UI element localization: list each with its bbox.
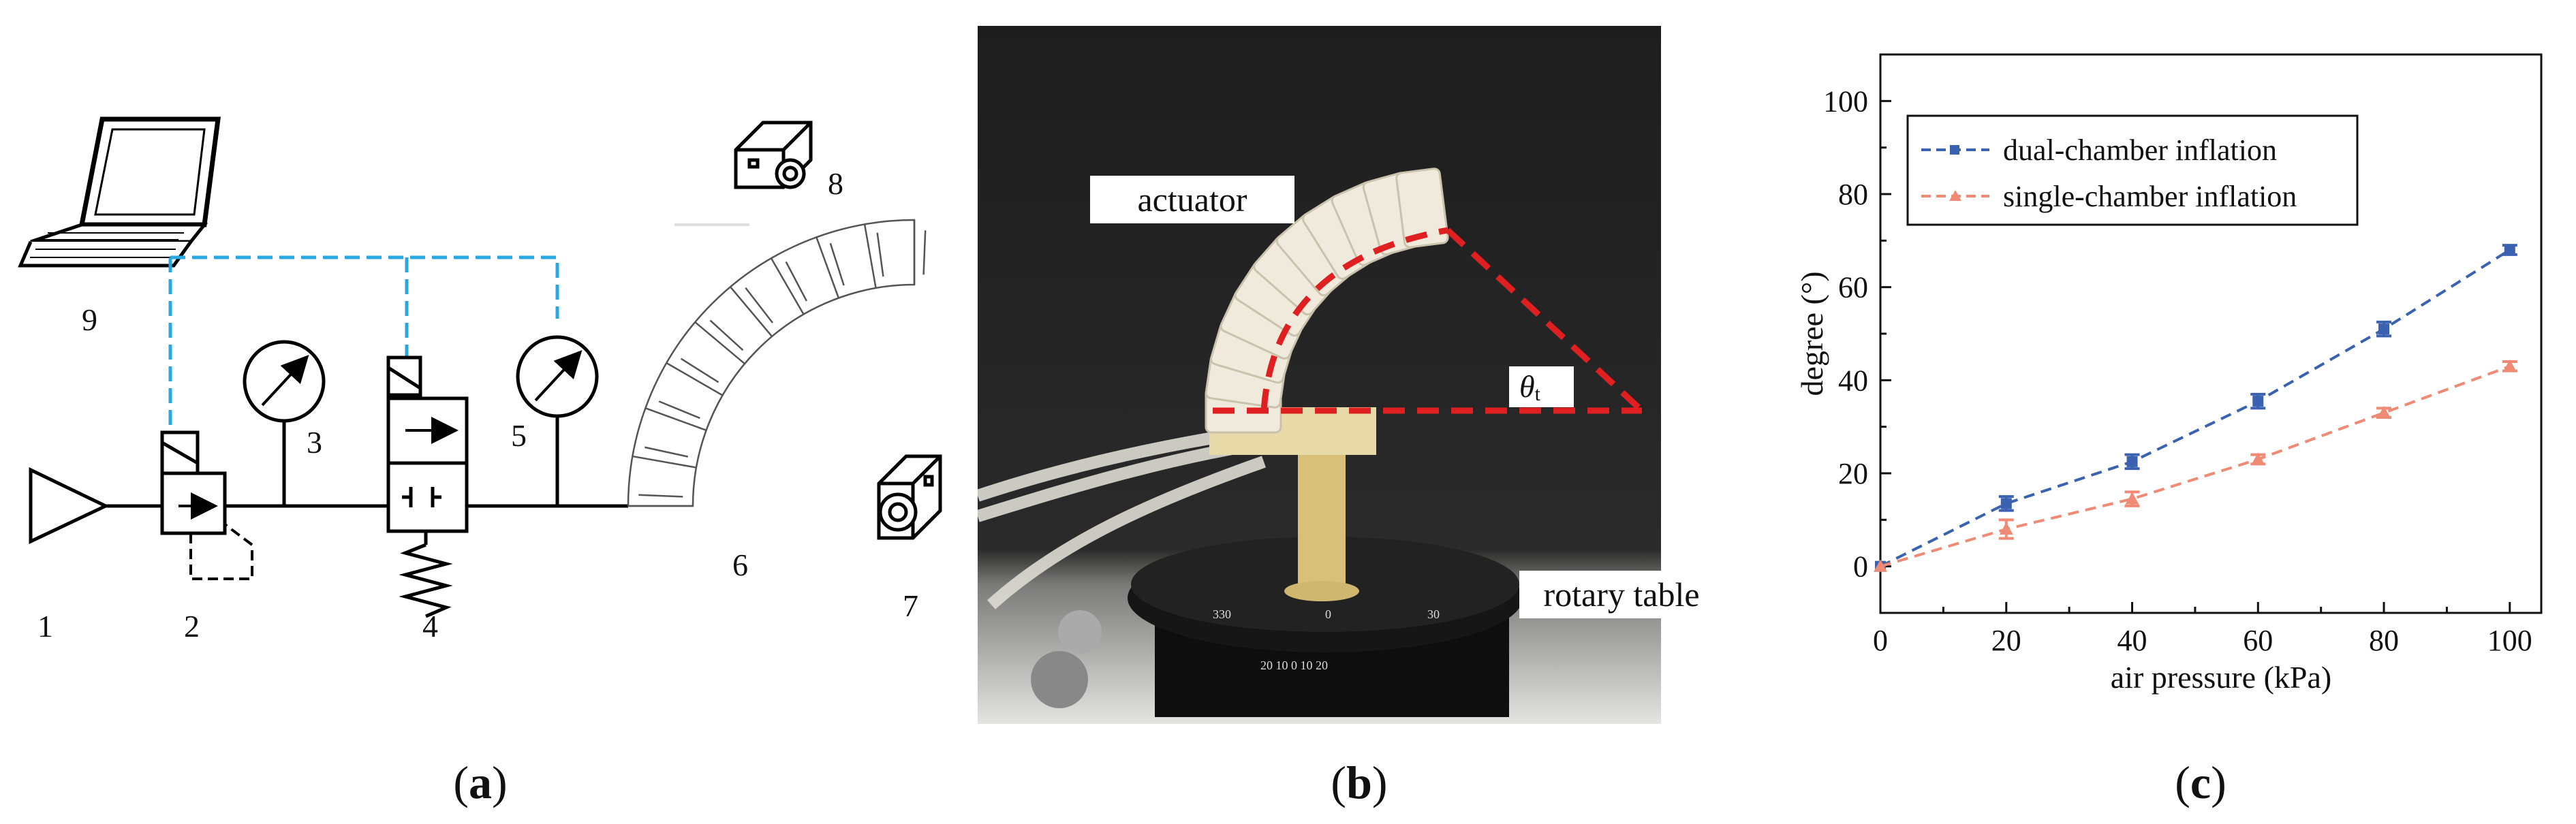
- scale-label: 330: [1213, 607, 1231, 621]
- scale-label: 20 10 0 10 20: [1260, 659, 1328, 672]
- x-tick-label: 0: [1873, 624, 1888, 657]
- air-source-symbol: [29, 467, 110, 544]
- scale-label: 30: [1427, 607, 1440, 621]
- segment-divider: [816, 236, 840, 299]
- x-tick-label: 80: [2369, 624, 2399, 657]
- scale-label: 0: [1325, 607, 1331, 621]
- caption-c: (c): [2175, 757, 2226, 808]
- y-axis-label: degree (°): [1795, 271, 1829, 396]
- theta-symbol: θ: [1519, 369, 1535, 404]
- legend-box: [1906, 114, 2359, 226]
- series-line: [1880, 364, 2511, 568]
- segment-divider: [709, 319, 744, 351]
- data-point: [1874, 559, 1887, 572]
- data-point: [2377, 406, 2391, 419]
- x-tick-label: 20: [1991, 624, 2021, 657]
- y-tick-label: 100: [1823, 84, 1868, 118]
- actuator-fin: [1395, 168, 1449, 249]
- pressure-regulator-symbol: [160, 430, 253, 580]
- segment-divider: [694, 321, 745, 365]
- y-tick-label: 20: [1838, 457, 1868, 490]
- label-7: 7: [903, 588, 918, 623]
- segment-divider: [666, 362, 724, 396]
- segment-divider: [680, 358, 719, 383]
- label-3: 3: [307, 425, 322, 460]
- series-line: [1880, 249, 2511, 568]
- legend-label: single-chamber inflation: [2003, 180, 2297, 213]
- segment-divider: [876, 232, 884, 277]
- segment-divider: [658, 400, 700, 419]
- svg-text:θt: θt: [1519, 369, 1541, 405]
- pressure-gauge-icon: [243, 340, 326, 506]
- y-tick-label: 40: [1838, 364, 1868, 397]
- camera-icon: [877, 454, 942, 540]
- data-point: [2000, 498, 2012, 509]
- x-tick-label: 40: [2117, 624, 2147, 657]
- actuator-label: actuator: [1090, 176, 1294, 223]
- segment-divider: [638, 494, 683, 498]
- y-tick-label: 80: [1838, 178, 1868, 211]
- segment-divider: [645, 407, 707, 432]
- pneumatic-schematic: 1 2 3 4 5 6 7 8 9: [18, 116, 942, 644]
- solenoid-valve-symbol: [386, 355, 469, 618]
- component-numbers: 1 2 3 4 5 6 7 8 9: [37, 166, 918, 644]
- data-point: [2126, 456, 2138, 467]
- segment-divider: [745, 287, 774, 323]
- rotary-table-label: rotary table: [1519, 571, 1724, 618]
- pressure-gauge-icon: [516, 335, 599, 506]
- camera-icon: [734, 121, 813, 189]
- label-8: 8: [828, 166, 843, 201]
- segment-divider: [645, 446, 689, 458]
- legend-marker: [1949, 190, 1961, 201]
- actuator-photo: 330 0 30 20 10 0 10 20 θt: [978, 26, 1661, 724]
- data-point: [2502, 359, 2517, 372]
- label-2: 2: [184, 609, 200, 644]
- segment-divider: [632, 455, 697, 469]
- legend-marker: [1950, 145, 1959, 155]
- segment-divider: [922, 230, 927, 275]
- data-point: [2252, 396, 2264, 407]
- degree-vs-pressure-chart: 0 20 40 60 80 100 0 20 40 60 80 100 dual-chamber in…: [1795, 53, 2543, 695]
- segment-divider: [730, 286, 773, 337]
- segment-divider: [863, 224, 877, 289]
- laptop-icon: [18, 116, 221, 268]
- x-tick-label: 100: [2487, 624, 2532, 657]
- y-tick-label: 60: [1838, 271, 1868, 304]
- caption-b: (b): [1331, 757, 1388, 808]
- label-9: 9: [82, 302, 97, 337]
- label-5: 5: [511, 418, 527, 453]
- segment-divider: [829, 242, 845, 286]
- x-axis-label: air pressure (kPa): [2111, 660, 2331, 695]
- theta-subscript: t: [1535, 383, 1541, 405]
- data-point: [2378, 323, 2390, 335]
- bent-actuator-drawing: [627, 219, 927, 507]
- label-6: 6: [732, 548, 748, 582]
- caption-a: (a): [453, 757, 508, 808]
- segment-divider: [785, 261, 808, 302]
- data-point: [2251, 452, 2265, 465]
- signal-lines: [168, 255, 559, 432]
- segment-divider: [770, 257, 805, 315]
- data-point: [2125, 492, 2139, 505]
- label-4: 4: [422, 609, 438, 644]
- label-1: 1: [37, 609, 53, 644]
- data-point: [2504, 244, 2515, 255]
- data-point: [1999, 522, 2013, 535]
- legend-label: dual-chamber inflation: [2003, 133, 2277, 167]
- y-tick-label: 0: [1853, 550, 1868, 584]
- x-tick-label: 60: [2243, 624, 2273, 657]
